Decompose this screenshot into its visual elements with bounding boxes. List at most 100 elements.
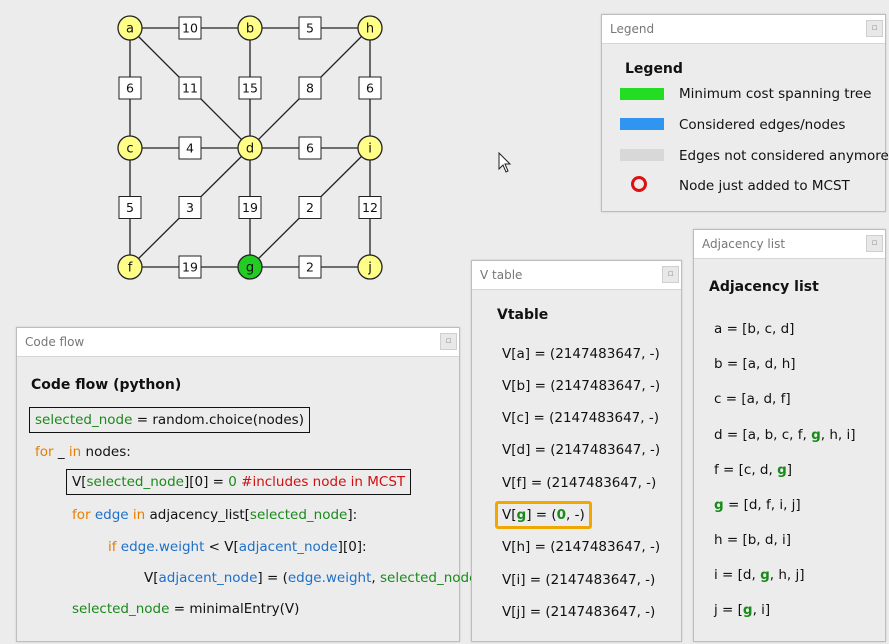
code-line-7: selected_node = minimalEntry(V) — [72, 601, 299, 617]
edge-weight-box-c-f — [118, 196, 142, 219]
graph-node-h[interactable] — [357, 15, 383, 41]
graph-node-a[interactable] — [117, 15, 143, 41]
maximize-icon[interactable]: ▫ — [662, 266, 679, 283]
graph-node-c[interactable] — [117, 135, 143, 161]
graph-node-f[interactable] — [117, 254, 143, 280]
legend-titlebar[interactable]: Legend ▫ — [602, 15, 885, 44]
edge-weight-label-d-g: 19 — [242, 200, 258, 215]
vtable-row: V[d] = (2147483647, -) — [502, 442, 661, 458]
vtable-panel: V table ▫ Vtable V[a] = (2147483647, -) … — [471, 260, 682, 642]
vtable-token: , -) — [566, 507, 585, 523]
edge-weight-label-d-f: 3 — [186, 200, 194, 215]
legend-window-title: Legend — [610, 22, 655, 36]
vtable-token: V[ — [502, 507, 517, 523]
graph-node-label-d: d — [246, 142, 254, 157]
code-token: edge — [90, 507, 133, 523]
code-token: nodes: — [81, 444, 131, 460]
legend-swatch-considered — [620, 118, 664, 130]
edge-weight-label-b-h: 5 — [306, 21, 314, 36]
code-token: < V[ — [204, 539, 239, 555]
adjacency-row: j = [g, i] — [714, 602, 770, 618]
edge-weight-label-c-d: 4 — [186, 141, 194, 156]
adjacency-token: j = [ — [714, 602, 743, 618]
legend-swatch-mcst — [620, 88, 664, 100]
legend-label-mcst: Minimum cost spanning tree — [679, 86, 872, 102]
vtable-heading: Vtable — [497, 307, 549, 323]
adjacency-token: i = [d, — [714, 567, 761, 583]
vtable-token: g — [516, 507, 527, 523]
mouse-cursor-icon — [498, 152, 512, 173]
adjacency-row: h = [b, d, i] — [714, 532, 792, 548]
edge-weight-box-i-g — [298, 196, 322, 219]
adjacency-token: f = [c, d, — [714, 462, 778, 478]
graph-node-j[interactable] — [357, 254, 383, 280]
code-flow-panel: Code flow ▫ Code flow (python) selected_… — [16, 327, 483, 642]
adjacency-heading: Adjacency list — [709, 279, 819, 295]
code-token: for — [35, 444, 54, 460]
edge-weight-box-b-d — [238, 76, 262, 100]
adjacency-token: , i] — [752, 602, 771, 618]
code-token: in — [132, 507, 146, 523]
code-flow-heading: Code flow (python) — [31, 377, 182, 393]
edge-weight-label-g-j: 2 — [306, 260, 314, 275]
legend-label-not-considered: Edges not considered anymore — [679, 148, 889, 164]
adjacency-token: g — [714, 497, 724, 513]
maximize-icon[interactable]: ▫ — [440, 333, 457, 350]
graph-node-label-h: h — [366, 22, 374, 37]
vtable-row: V[c] = (2147483647, -) — [502, 410, 659, 426]
adjacency-token: d = [a, b, c, f, — [714, 427, 812, 443]
edge-weight-box-b-h — [298, 16, 322, 40]
edge-weight-box-d-g — [238, 196, 262, 219]
code-token: #includes node in MCST — [236, 474, 406, 490]
code-token: selected_node — [86, 474, 184, 490]
legend-heading: Legend — [625, 61, 683, 77]
code-token: adjacent_node — [158, 570, 258, 586]
code-token: selected_node — [35, 412, 133, 428]
adjacency-row: i = [d, g, h, j] — [714, 567, 805, 583]
adjacency-row: a = [b, c, d] — [714, 321, 795, 337]
graph-node-g[interactable] — [237, 254, 263, 280]
code-flow-titlebar[interactable]: Code flow ▫ — [17, 328, 459, 357]
code-token: selected_node — [249, 507, 348, 523]
edge-weight-label-i-j: 12 — [362, 200, 378, 215]
edge-weight-label-c-f: 5 — [126, 200, 134, 215]
edge-weight-label-a-d: 11 — [182, 81, 198, 96]
vtable-row: V[f] = (2147483647, -) — [502, 475, 657, 491]
code-token: edge.weight — [287, 570, 372, 586]
maximize-icon[interactable]: ▫ — [866, 235, 883, 252]
edge-weight-box-h-i — [358, 76, 382, 100]
code-token: ][0] = — [183, 474, 229, 490]
legend-swatch-not-considered — [620, 149, 664, 161]
legend-panel: Legend ▫ Legend Minimum cost spanning tr… — [601, 14, 889, 212]
adjacency-row: g = [d, f, i, j] — [714, 497, 801, 513]
graph-node-i[interactable] — [357, 135, 383, 161]
code-token: _ — [53, 444, 69, 460]
edge-weight-label-d-i: 6 — [306, 141, 314, 156]
edge-weight-box-a-d — [178, 76, 202, 100]
adjacency-row: b = [a, d, h] — [714, 356, 796, 372]
edge-weight-box-g-j — [298, 255, 322, 279]
maximize-icon[interactable]: ▫ — [866, 20, 883, 37]
vtable-window-title: V table — [480, 268, 523, 282]
edge-weight-box-a-b — [178, 16, 202, 40]
vtable-row: V[a] = (2147483647, -) — [502, 346, 660, 362]
graph-node-label-a: a — [126, 22, 134, 37]
adjacency-titlebar[interactable]: Adjacency list ▫ — [694, 230, 885, 259]
graph-node-b[interactable] — [237, 15, 263, 41]
edge-weight-box-f-g — [178, 255, 202, 279]
code-flow-window-title: Code flow — [25, 335, 85, 349]
code-token: V[ — [72, 474, 87, 490]
edge-weight-box-i-j — [358, 196, 382, 219]
adjacency-row: f = [c, d, g] — [714, 462, 792, 478]
graph-node-d[interactable] — [237, 135, 263, 161]
edge-weight-label-a-c: 6 — [126, 81, 134, 96]
vtable-titlebar[interactable]: V table ▫ — [472, 261, 681, 290]
edge-weight-label-h-d: 8 — [306, 81, 314, 96]
code-line-3: V[selected_node][0] = 0 #includes node i… — [66, 469, 412, 495]
vtable-token: 0 — [556, 507, 567, 523]
edge-weight-box-d-i — [298, 136, 322, 160]
code-token: ][0]: — [337, 539, 367, 555]
graph-node-label-j: j — [367, 261, 372, 276]
adjacency-token: ] — [786, 462, 793, 478]
